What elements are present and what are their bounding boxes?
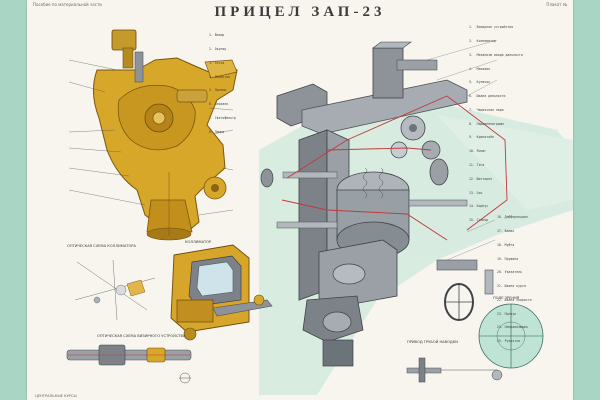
poster-sheet: Пособие по материальной части Плакат № П… bbox=[27, 0, 573, 400]
poster-footer: ЦЕНТРАЛЬНЫЕ КУРСЫ bbox=[35, 394, 77, 398]
legend-item: 7. Светофильтр bbox=[209, 115, 236, 120]
legend-item: 1. Визир bbox=[209, 33, 225, 38]
caption-reticle-scheme: ОПТИЧЕСКАЯ СХЕМА ВИЗИРНОГО УСТРОЙСТВА bbox=[97, 334, 186, 338]
legend-item: 17. Валик bbox=[497, 228, 515, 233]
legend-item: 3. Механизм ввода дальности bbox=[469, 52, 523, 57]
poster-header-left: Пособие по материальной части bbox=[33, 2, 102, 7]
red-kinematic-lines bbox=[281, 95, 508, 241]
legend-item: 8. Параллелограмм bbox=[469, 121, 504, 126]
legend-item: 21. Шкала курса bbox=[497, 284, 526, 289]
legend-item: 9. Кронштейн bbox=[469, 135, 494, 140]
collimator-cutaway bbox=[170, 244, 273, 341]
legend-item: 14. Корпус bbox=[469, 204, 489, 209]
legend-mid-right: 16. Дифференциал 17. Валик 18. Муфта 19.… bbox=[497, 206, 532, 353]
caption-handwheel-detail: ПРИВОД ГРУБОЙ НАВОДКИ bbox=[407, 340, 458, 344]
legend-item: 5. Призма bbox=[209, 88, 227, 93]
legend-item: 15. Стопор bbox=[469, 218, 489, 223]
legend-left-center: 1. Визир 2. Окуляр 3. Сетка 4. Объектив … bbox=[209, 24, 236, 143]
main-mechanism bbox=[260, 41, 503, 383]
caption-ring-sight: КОЛЛИМАТОР bbox=[185, 240, 212, 244]
legend-item: 13. Ось bbox=[469, 190, 483, 195]
legend-top-right: 1. Визирное устройство 2. Коллиматор 3. … bbox=[469, 16, 523, 232]
right-leader-lines bbox=[426, 39, 498, 261]
legend-item: 1. Визирное устройство bbox=[469, 25, 514, 30]
left-leader-lines bbox=[68, 59, 234, 216]
legend-item: 19. Пружина bbox=[497, 256, 519, 261]
legend-item: 4. Маховик bbox=[469, 66, 491, 71]
legend-item: 22. Шкала скорости bbox=[497, 297, 532, 302]
technical-illustration bbox=[66, 29, 573, 395]
legend-item: 8. Лампа bbox=[209, 129, 225, 134]
legend-item: 2. Коллиматор bbox=[469, 38, 496, 43]
reticle-view bbox=[478, 303, 544, 369]
legend-item: 3. Сетка bbox=[209, 60, 225, 65]
legend-item: 18. Муфта bbox=[497, 242, 515, 247]
legend-item: 6. Зеркало bbox=[209, 102, 229, 107]
legend-item: 11. Тяга bbox=[469, 163, 485, 167]
legend-item: 25. Рукоятка bbox=[497, 339, 521, 344]
poster-title: ПРИЦЕЛ ЗАП-23 bbox=[214, 4, 386, 20]
legend-item: 20. Указатель bbox=[497, 270, 522, 275]
legend-item: 2. Окуляр bbox=[209, 46, 227, 51]
optical-scheme bbox=[74, 259, 156, 321]
legend-item: 4. Объектив bbox=[209, 74, 231, 79]
poster-header-right: Плакат № bbox=[546, 2, 567, 7]
legend-item: 16. Дифференциал bbox=[497, 215, 528, 220]
caption-collimator-scheme: ОПТИЧЕСКАЯ СХЕМА КОЛЛИМАТОРА bbox=[67, 244, 136, 248]
legend-item: 10. Рычаг bbox=[469, 149, 487, 154]
legend-item: 24. Направляющая bbox=[497, 325, 528, 330]
brass-sight-assembly bbox=[93, 29, 238, 241]
caption-reticle-view: ПОЛЕ ЗРЕНИЯ bbox=[493, 296, 520, 300]
collimator-tube bbox=[66, 344, 192, 384]
legend-item: 6. Шкала дальности bbox=[469, 94, 506, 99]
legend-item: 7. Червячная пара bbox=[469, 107, 504, 112]
legend-item: 12. Шестерня bbox=[469, 176, 493, 181]
legend-item: 23. Ползун bbox=[497, 311, 517, 316]
legend-item: 5. Кулачок bbox=[469, 80, 491, 85]
